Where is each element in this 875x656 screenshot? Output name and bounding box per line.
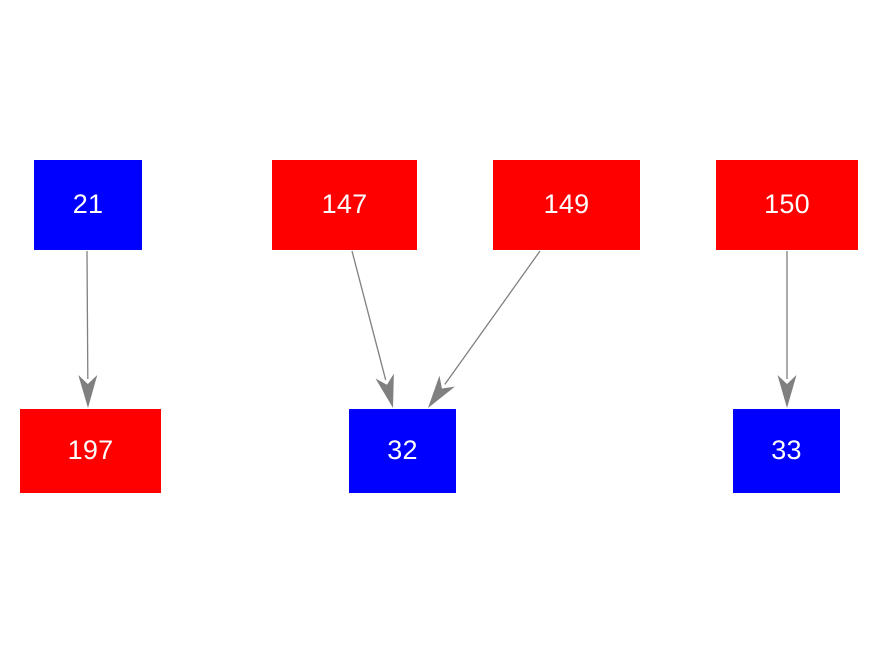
- graph-edge-line: [86, 250, 89, 380]
- graph-edge: [777, 251, 797, 408]
- graph-edge-arrowhead-icon: [777, 375, 797, 408]
- graph-node-label: 32: [387, 434, 418, 465]
- graph-node[interactable]: 197: [20, 409, 161, 493]
- graph-node-label: 21: [72, 188, 104, 219]
- graph-edge: [351, 250, 394, 408]
- graph-node-label: 33: [771, 434, 802, 465]
- graph-node[interactable]: 32: [349, 409, 456, 493]
- graph-edge: [78, 250, 98, 408]
- graph-edge-arrowhead-icon: [375, 373, 394, 408]
- graph-node[interactable]: 149: [493, 160, 640, 250]
- graph-node[interactable]: 150: [716, 160, 858, 250]
- graph-edge-arrowhead-icon: [428, 375, 455, 408]
- graph-edge-line: [351, 250, 387, 381]
- graph-node-label: 150: [764, 188, 810, 219]
- graph-node-label: 147: [321, 188, 368, 219]
- graph-node[interactable]: 147: [272, 160, 417, 250]
- graph-node[interactable]: 21: [34, 160, 142, 250]
- graph-node[interactable]: 33: [733, 409, 840, 493]
- graph-edge-line: [444, 250, 541, 385]
- graph-edge-arrowhead-icon: [78, 374, 98, 408]
- graph-node-label: 149: [543, 188, 590, 219]
- graph-node-label: 197: [67, 434, 114, 465]
- graph-edge: [428, 250, 541, 408]
